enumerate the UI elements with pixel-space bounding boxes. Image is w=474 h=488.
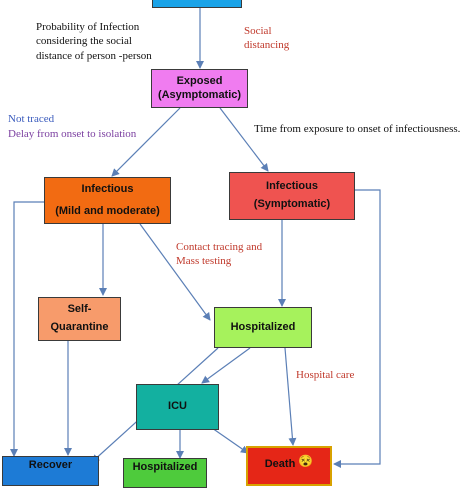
icu-label: ICU — [168, 400, 187, 413]
arrow-infectious-symptomatic-to-death — [333, 189, 381, 468]
social-distancing-note: Social distancing — [244, 24, 289, 53]
contact-tracing-line-2: Mass testing — [176, 255, 232, 268]
recover-node: Recover — [2, 456, 99, 486]
top-node-box — [152, 0, 242, 8]
icu-node: ICU — [136, 384, 219, 430]
arrow-infectious-mild-to-hospitalized — [139, 223, 211, 321]
hospitalized-bottom-label: Hospitalized — [132, 461, 198, 473]
exposed-line-2: (Asymptomatic) — [157, 88, 242, 101]
flow-diagram — [10, 8, 381, 468]
infectious-symptomatic-line-1: Infectious — [266, 180, 318, 193]
infectious-mild-node: Infectious (Mild and moderate) — [44, 177, 171, 224]
time-exposure-note: Time from exposure to onset of infectiou… — [254, 122, 460, 136]
self-quarantine-line-1: Self- — [67, 303, 92, 316]
delay-note: Delay from onset to isolation — [8, 127, 136, 141]
probability-note-line-1: Probability of Infection — [36, 21, 140, 33]
recover-label: Recover — [28, 459, 73, 471]
social-distancing-line-2: distancing — [244, 39, 290, 52]
social-distancing-line-1: Social — [244, 25, 272, 37]
arrow-icu-to-death — [211, 427, 249, 454]
probability-note-line-2: considering the social — [36, 35, 132, 48]
infectious-symptomatic-line-2: (Symptomatic) — [253, 198, 331, 210]
arrow-infectious-mild-to-recover — [10, 201, 44, 457]
infectious-mild-line-1: Infectious — [81, 182, 134, 195]
contact-tracing-note: Contact tracing and Mass testing — [176, 240, 262, 269]
time-exposure-text: Time from exposure to onset of infectiou… — [254, 123, 461, 135]
hospitalized-node: Hospitalized — [214, 307, 312, 348]
exposed-line-1: Exposed — [176, 74, 223, 87]
arrow-exposed-to-infectious-symptomatic — [219, 107, 269, 172]
exposed-node: Exposed (Asymptomatic) — [151, 69, 248, 108]
infectious-symptomatic-node: Infectious (Symptomatic) — [229, 172, 355, 220]
arrow-hospitalized-to-death — [284, 347, 297, 446]
not-traced-note: Not traced — [8, 112, 54, 126]
hospitalized-label: Hospitalized — [230, 320, 296, 333]
probability-note-line-3: distance of person -person — [36, 49, 152, 62]
death-label: Death — [264, 458, 296, 470]
arrow-exposed-to-infectious-mild — [111, 107, 181, 177]
dizzy-face-icon: 😵 — [298, 454, 314, 468]
delay-text: Delay from onset to isolation — [8, 128, 137, 140]
probability-note: Probability of Infection considering the… — [36, 20, 152, 63]
death-node: Death 😵 — [246, 446, 332, 486]
contact-tracing-line-1: Contact tracing and — [176, 241, 263, 253]
arrow-hospitalized-to-icu — [201, 347, 251, 384]
hospital-care-text: Hospital care — [296, 369, 355, 381]
self-quarantine-line-2: Quarantine — [50, 321, 109, 333]
hospitalized-bottom-node: Hospitalized — [123, 458, 207, 488]
not-traced-text: Not traced — [8, 113, 55, 125]
infectious-mild-line-2: (Mild and moderate) — [55, 204, 160, 217]
hospital-care-note: Hospital care — [296, 368, 354, 382]
self-quarantine-node: Self- Quarantine — [38, 297, 121, 341]
